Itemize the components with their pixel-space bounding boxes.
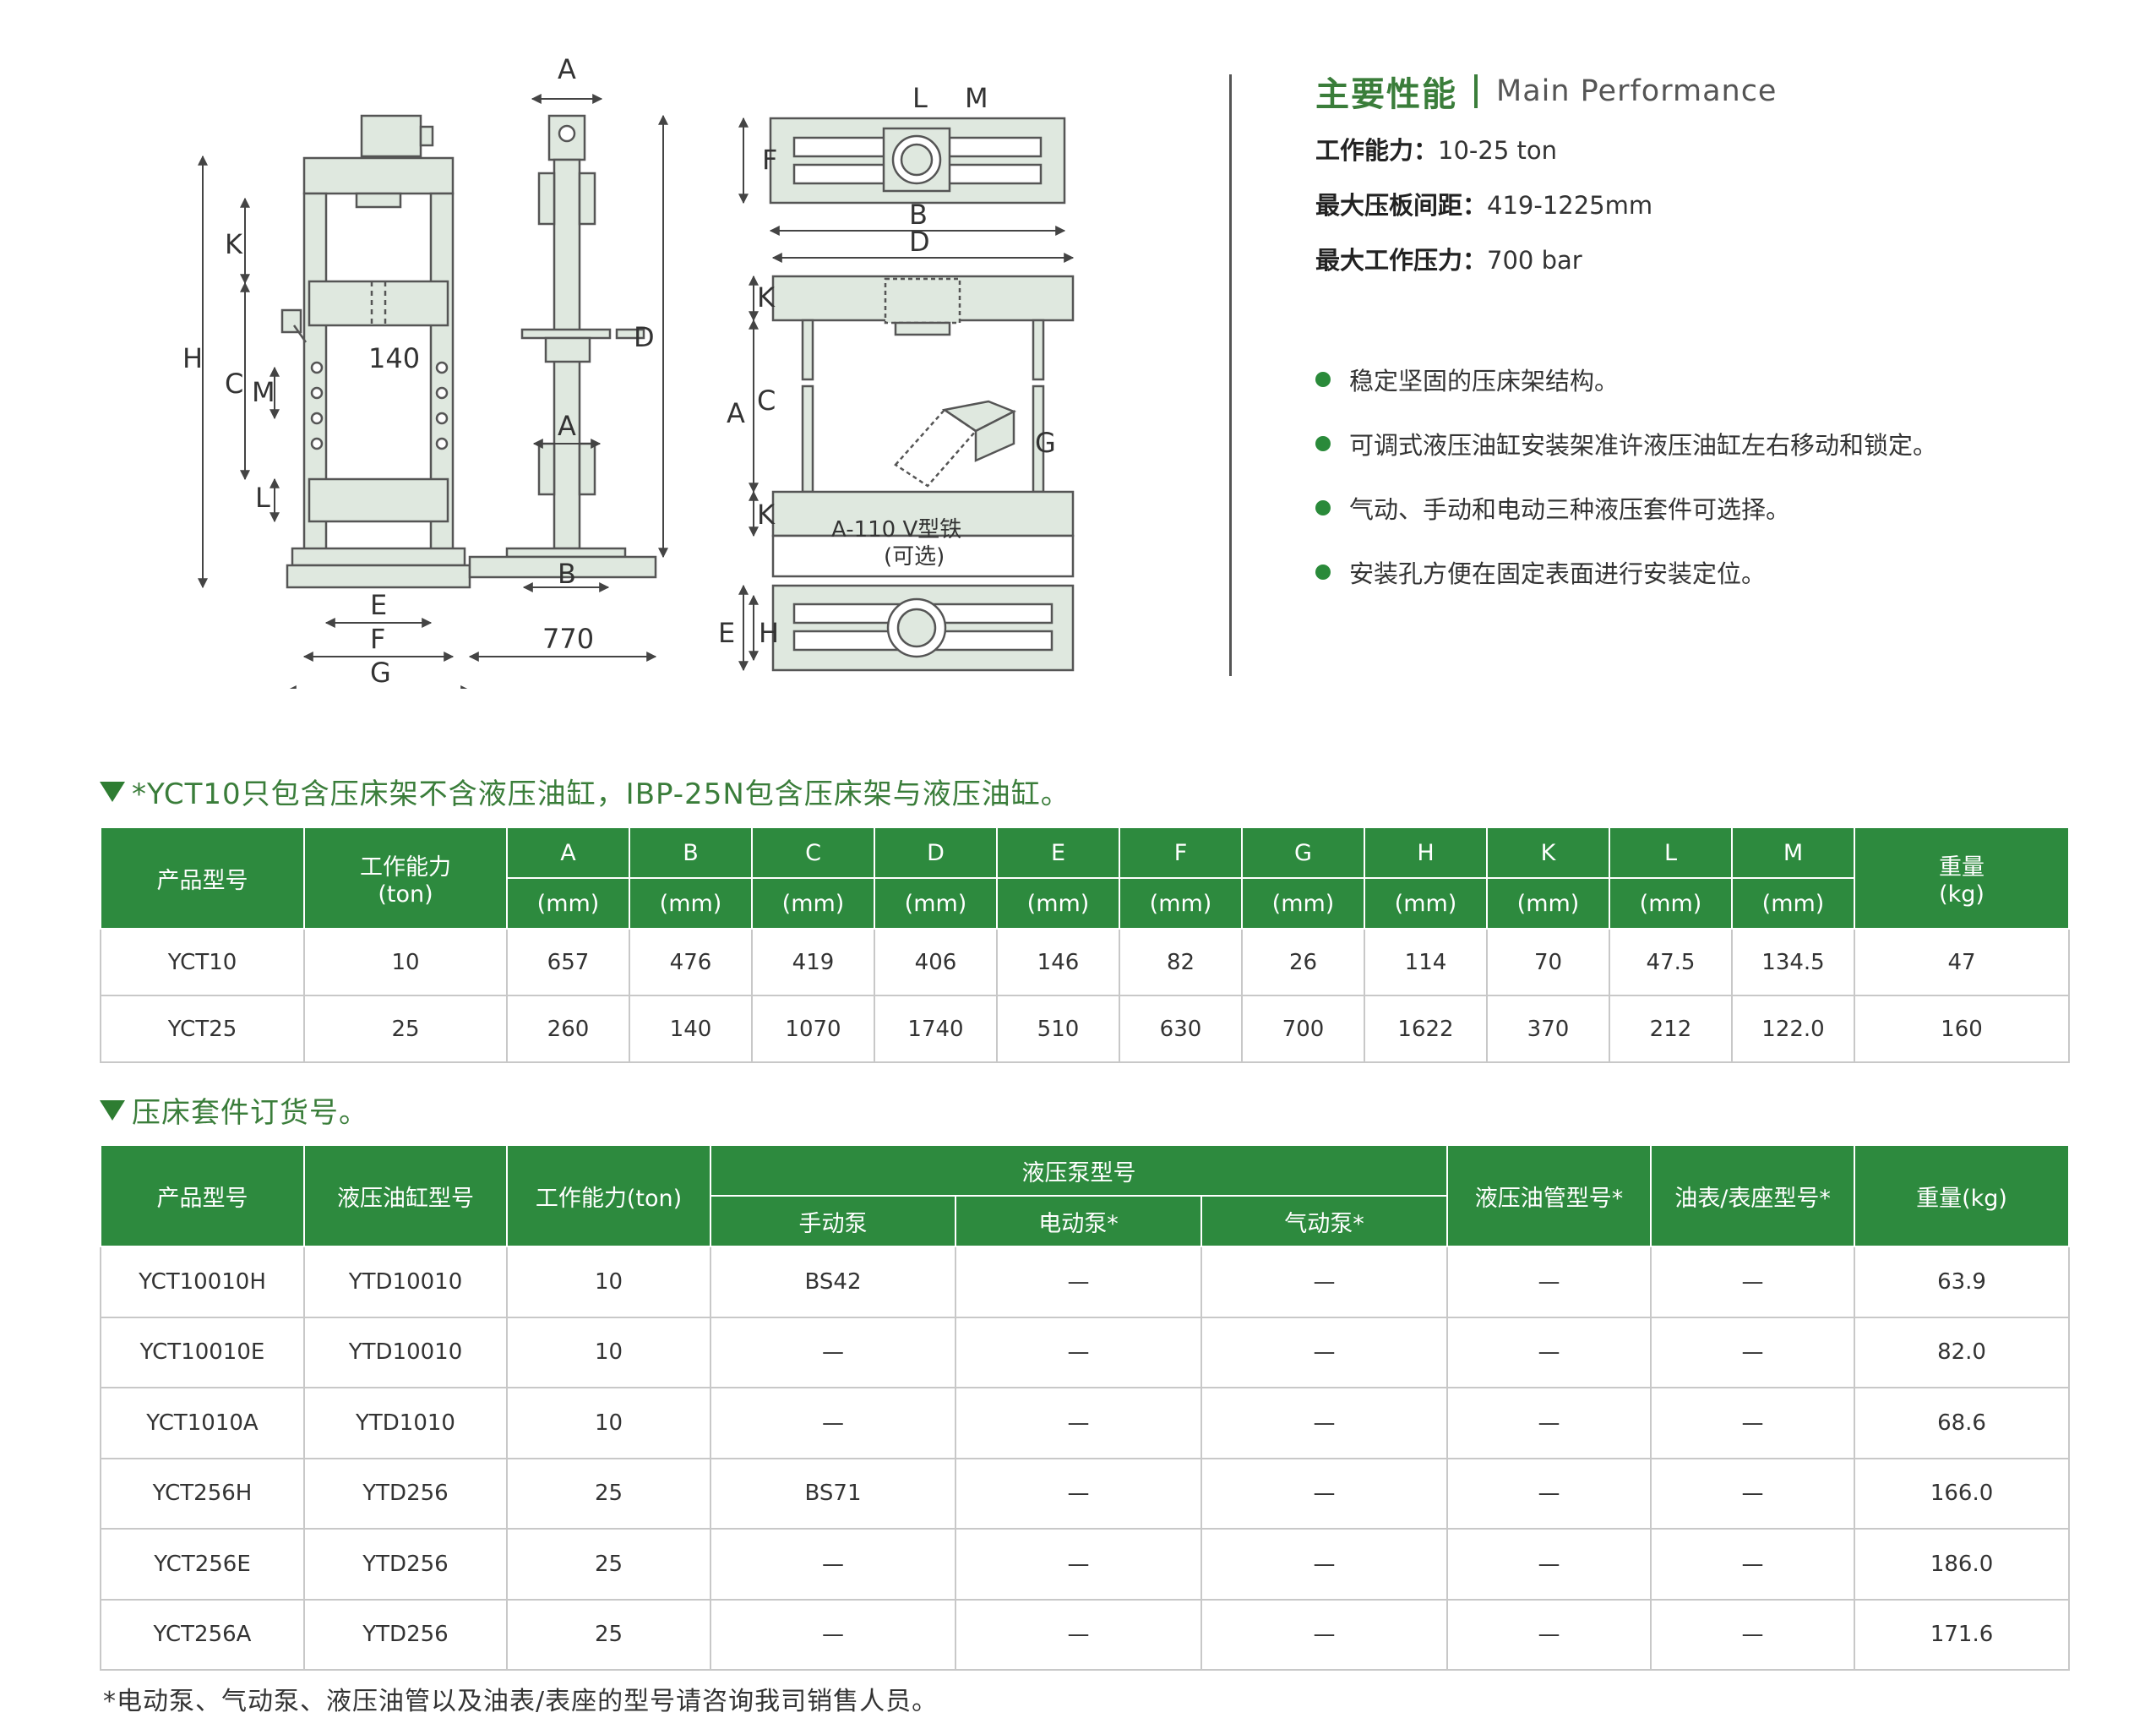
press-frame-drawing: H K C M L 140 E F G A D A B 770 L M F B … [182, 53, 1075, 689]
label-140: 140 [368, 342, 420, 374]
vblock-optional: (可选) [884, 544, 945, 570]
label-iso-d: D [909, 226, 930, 258]
col-weight: 重量(kg) [1854, 1144, 2071, 1247]
spec-capacity: 工作能力：10-25 ton [1315, 136, 1557, 165]
label-top-f: F [762, 144, 777, 176]
col-dim: A [506, 826, 630, 879]
table1-heading: *YCT10只包含压床架不含液压油缸，IBP-25N包含压床架与液压油缸。 [100, 771, 1070, 812]
bullet-icon [1315, 372, 1331, 387]
feature-item: 稳定坚固的压床架结构。 [1315, 347, 2118, 412]
label-g: G [370, 657, 391, 689]
col-unit: (mm) [996, 877, 1120, 930]
col-unit: (mm) [1486, 877, 1610, 930]
label-c: C [225, 368, 243, 400]
col-dim: F [1119, 826, 1243, 879]
feature-list: 稳定坚固的压床架结构。 可调式液压油缸安装架准许液压油缸左右移动和锁定。 气动、… [1315, 347, 2118, 604]
technical-drawings: H K C M L 140 E F G A D A B 770 L M F B … [152, 46, 1115, 689]
bullet-icon [1315, 436, 1331, 451]
label-iso-k-top: K [757, 281, 776, 314]
bullet-icon [1315, 565, 1331, 580]
performance-title-cn: 主要性能 [1315, 75, 1457, 114]
table2-heading: 压床套件订货号。 [100, 1089, 368, 1131]
col-dim: K [1486, 826, 1610, 879]
col-dim: D [874, 826, 998, 879]
col-unit: (mm) [751, 877, 875, 930]
col-model: 产品型号 [100, 1144, 305, 1247]
col-unit: (mm) [1241, 877, 1365, 930]
col-dim: H [1364, 826, 1488, 879]
col-cylinder: 液压油缸型号 [303, 1144, 508, 1247]
col-unit: (mm) [1609, 877, 1733, 930]
col-electric-pump: 电动泵* [955, 1195, 1202, 1247]
label-m: M [252, 376, 275, 408]
label-iso-h: H [759, 617, 779, 649]
col-dim: M [1731, 826, 1855, 879]
col-capacity: 工作能力(ton) [506, 1144, 711, 1247]
label-h: H [182, 342, 203, 374]
col-unit: (mm) [1731, 877, 1855, 930]
col-unit: (mm) [1119, 877, 1243, 930]
label-top-l: L [912, 82, 928, 114]
label-iso-k-bottom: K [757, 499, 776, 531]
col-unit: (mm) [629, 877, 753, 930]
col-unit: (mm) [874, 877, 998, 930]
dimensions-table: 产品型号 工作能力(ton) A B C D E F G H K L M 重量(… [100, 826, 2070, 1063]
triangle-down-icon [100, 781, 125, 802]
footnote: *电动泵、气动泵、液压油管以及油表/表座的型号请咨询我司销售人员。 [103, 1687, 939, 1716]
label-side-b: B [558, 558, 576, 590]
label-f: F [370, 623, 385, 655]
label-side-a-mid: A [558, 410, 576, 442]
title-divider [1474, 74, 1478, 108]
label-iso-g: G [1035, 427, 1056, 459]
label-e: E [370, 589, 387, 621]
label-side-d: D [634, 321, 655, 353]
label-iso-c: C [757, 385, 776, 417]
performance-title-en: Main Performance [1496, 74, 1778, 108]
col-dim: C [751, 826, 875, 879]
col-unit: (mm) [506, 877, 630, 930]
col-hand-pump: 手动泵 [710, 1195, 956, 1247]
order-kit-table: 产品型号 液压油缸型号 工作能力(ton) 液压泵型号 液压油管型号* 油表/表… [100, 1144, 2071, 1671]
col-weight: 重量(kg) [1854, 826, 2070, 930]
col-pump: 液压泵型号 [709, 1144, 1449, 1197]
vertical-divider [1229, 74, 1232, 676]
col-capacity: 工作能力(ton) [303, 826, 508, 930]
feature-item: 可调式液压油缸安装架准许液压油缸左右移动和锁定。 [1315, 412, 2118, 476]
label-top-b: B [909, 199, 928, 231]
vblock-label: A-110 V型铁 [831, 517, 961, 543]
spec-max-pressure: 最大工作压力：700 bar [1315, 246, 1582, 275]
label-side-a-top: A [558, 53, 576, 85]
label-iso-a: A [727, 397, 745, 429]
col-air-pump: 气动泵* [1200, 1195, 1449, 1247]
spec-max-daylight: 最大压板间距：419-1225mm [1315, 191, 1653, 220]
label-top-m: M [965, 82, 988, 114]
col-dim: G [1241, 826, 1365, 879]
label-l: L [255, 482, 270, 514]
col-gauge: 油表/表座型号* [1650, 1144, 1856, 1247]
label-k: K [225, 228, 243, 260]
feature-item: 气动、手动和电动三种液压套件可选择。 [1315, 476, 2118, 540]
col-dim: E [996, 826, 1120, 879]
performance-panel: 主要性能 Main Performance 工作能力：10-25 ton 最大压… [1315, 66, 2118, 604]
label-iso-e: E [718, 617, 735, 649]
feature-item: 安装孔方便在固定表面进行安装定位。 [1315, 540, 2118, 604]
performance-title: 主要性能 Main Performance [1315, 66, 2118, 117]
label-770: 770 [542, 623, 594, 655]
bullet-icon [1315, 500, 1331, 515]
col-hose: 液压油管型号* [1446, 1144, 1652, 1247]
col-dim: B [629, 826, 753, 879]
col-dim: L [1609, 826, 1733, 879]
triangle-down-icon [100, 1099, 125, 1121]
col-model: 产品型号 [100, 826, 305, 930]
col-unit: (mm) [1364, 877, 1488, 930]
